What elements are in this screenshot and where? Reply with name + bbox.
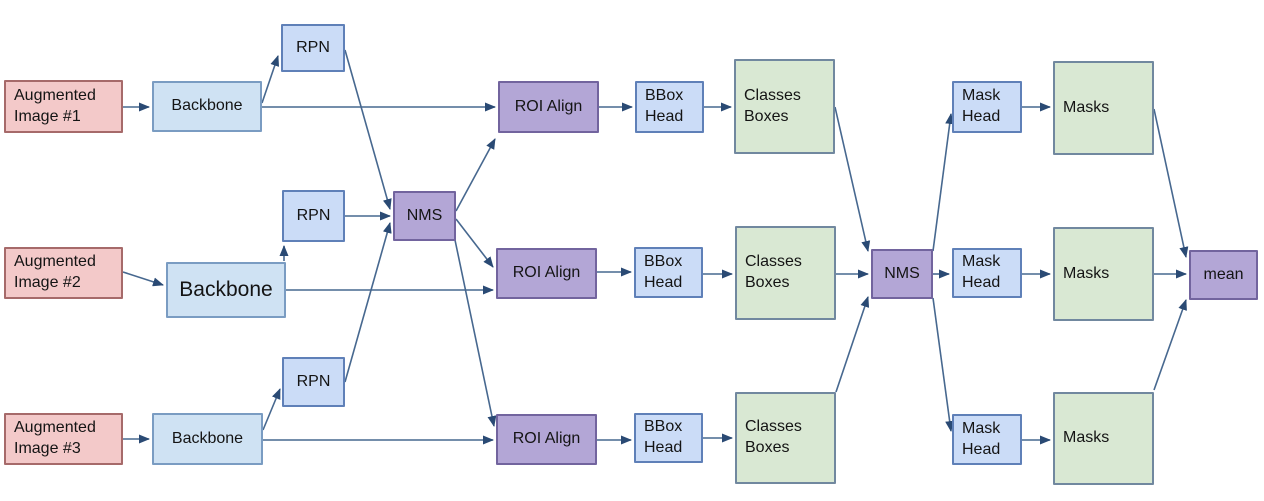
node-backbone-1: Backbone [152, 81, 262, 132]
edge-masks3-mean [1153, 299, 1187, 391]
edge-rpn1-nms1 [344, 49, 392, 210]
edge-nms1-roialign2 [455, 218, 494, 268]
node-masks-3: Masks [1053, 392, 1154, 485]
node-classes-boxes-2: Classes Boxes [735, 226, 836, 320]
node-bbox-head-2: BBox Head [634, 247, 703, 298]
node-classes-boxes-1: Classes Boxes [734, 59, 835, 154]
node-augmented-image-1: Augmented Image #1 [4, 80, 123, 133]
edge-nms1-roialign1 [455, 138, 496, 212]
edge-classes1-nms2 [834, 106, 871, 252]
edge-masks1-mean [1153, 108, 1189, 258]
edge-nms1-roialign3 [454, 239, 497, 427]
edge-rpn3-nms1 [344, 222, 392, 383]
node-classes-boxes-3: Classes Boxes [735, 392, 836, 484]
node-bbox-head-3: BBox Head [634, 413, 703, 463]
node-roi-align-1: ROI Align [498, 81, 599, 133]
node-roi-align-3: ROI Align [496, 414, 597, 465]
node-rpn-1: RPN [281, 24, 345, 72]
edge-backbone3-rpn3 [262, 388, 281, 431]
node-backbone-3: Backbone [152, 413, 263, 465]
node-mask-head-1: Mask Head [952, 81, 1022, 133]
edge-classes3-nms2 [835, 296, 870, 393]
node-masks-2: Masks [1053, 227, 1154, 321]
node-nms-2: NMS [871, 249, 933, 299]
edge-backbone1-rpn1 [261, 55, 280, 104]
node-nms-1: NMS [393, 191, 456, 241]
node-bbox-head-1: BBox Head [635, 81, 704, 133]
node-backbone-2: Backbone [166, 262, 286, 318]
node-augmented-image-2: Augmented Image #2 [4, 247, 123, 299]
node-mean: mean [1189, 250, 1258, 300]
edge-nms2-maskhead1 [932, 113, 955, 252]
node-rpn-3: RPN [282, 357, 345, 407]
edge-nms2-maskhead3 [932, 297, 955, 432]
node-masks-1: Masks [1053, 61, 1154, 155]
node-augmented-image-3: Augmented Image #3 [4, 413, 123, 465]
edge-aug2-backbone2 [122, 271, 164, 287]
node-roi-align-2: ROI Align [496, 248, 597, 299]
node-mask-head-3: Mask Head [952, 414, 1022, 465]
node-rpn-2: RPN [282, 190, 345, 242]
node-mask-head-2: Mask Head [952, 248, 1022, 298]
